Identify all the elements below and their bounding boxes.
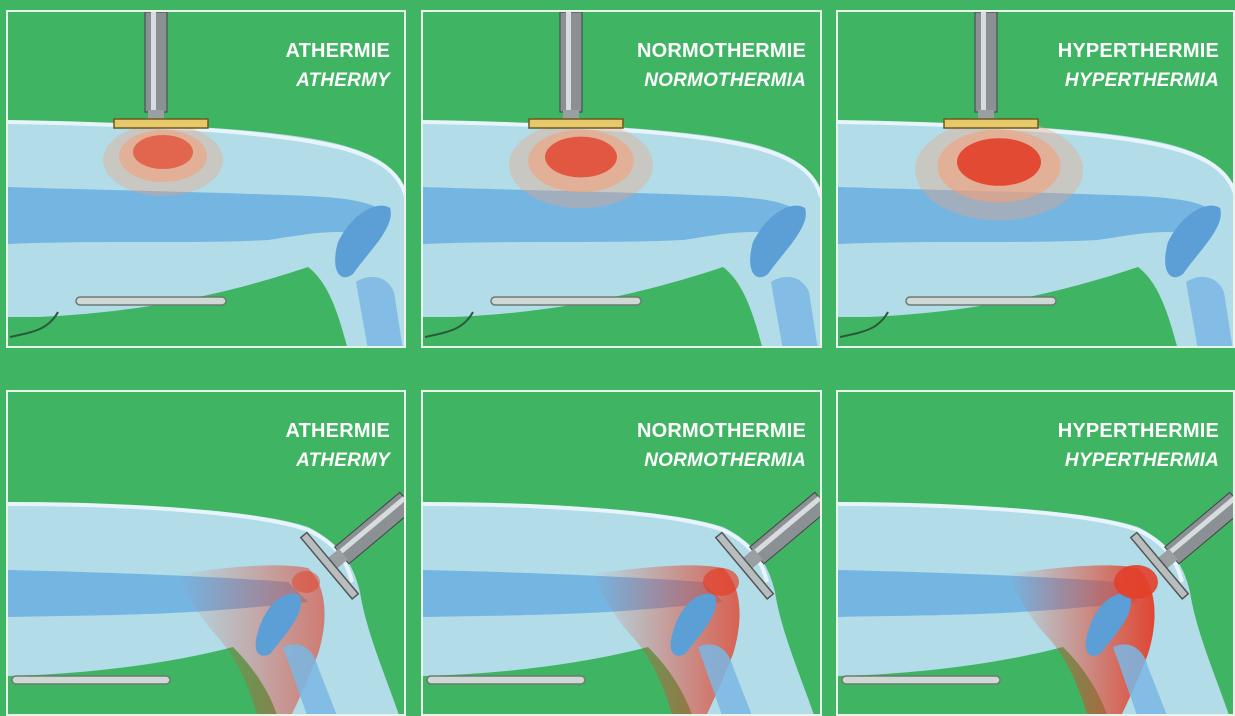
return-electrode-plate (12, 676, 170, 684)
handpiece-highlight (981, 12, 986, 112)
handpiece-highlight (151, 12, 156, 112)
title-english: HYPERTHERMIA (1058, 446, 1219, 476)
title-french: NORMOTHERMIE (637, 416, 806, 446)
heat-zone-core (1114, 565, 1158, 599)
return-electrode-plate (906, 297, 1056, 305)
handpiece-highlight (566, 12, 571, 112)
title-french: ATHERMIE (285, 36, 390, 66)
title-english: HYPERTHERMIA (1058, 66, 1219, 96)
return-electrode-plate (842, 676, 1000, 684)
electrode-head (529, 119, 623, 128)
title-english: NORMOTHERMIA (637, 446, 806, 476)
electrode-head (114, 119, 208, 128)
return-electrode-plate (491, 297, 641, 305)
handpiece-highlight (338, 496, 406, 554)
heat-zone-core (957, 138, 1041, 186)
heat-zone-core (545, 137, 617, 178)
title-english: ATHERMY (285, 446, 390, 476)
handpiece-highlight (753, 496, 821, 554)
title-french: HYPERTHERMIE (1058, 416, 1219, 446)
title-french: HYPERTHERMIE (1058, 36, 1219, 66)
return-electrode-plate (76, 297, 226, 305)
heat-zone-core (292, 571, 320, 593)
title-french: NORMOTHERMIE (637, 36, 806, 66)
title-english: ATHERMY (285, 66, 390, 96)
leg-illustration (423, 470, 822, 716)
title-english: NORMOTHERMIA (637, 66, 806, 96)
electrode-head (944, 119, 1038, 128)
heat-zone-core (703, 568, 739, 596)
return-electrode-plate (427, 676, 585, 684)
leg-illustration (838, 470, 1235, 716)
leg-illustration (8, 470, 406, 716)
title-french: ATHERMIE (285, 416, 390, 446)
heat-zone-core (133, 135, 193, 169)
